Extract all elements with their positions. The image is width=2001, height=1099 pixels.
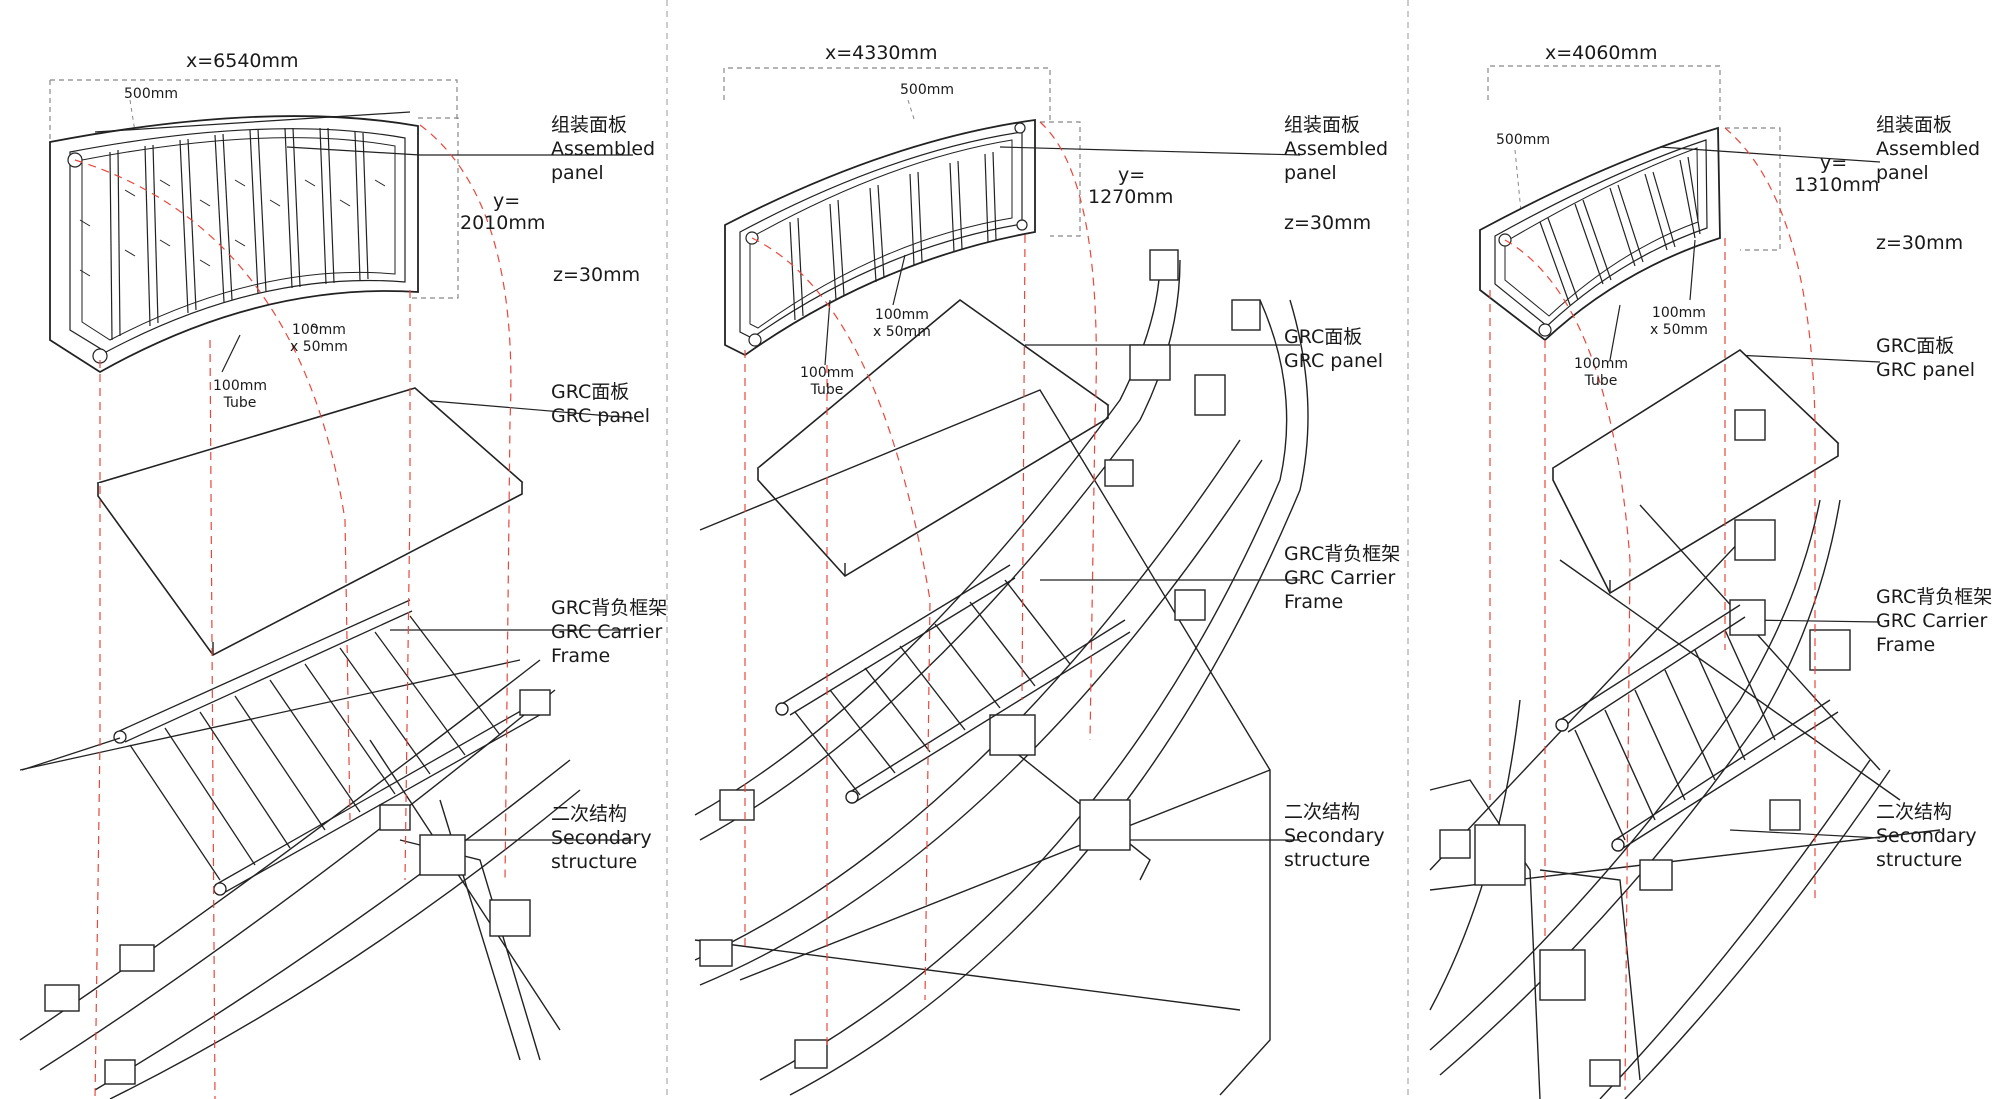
column-2-drawing [694, 67, 1309, 1096]
z-dimension-2: z=30mm [1284, 212, 1372, 234]
y-dimension-2b: 1270mm [1088, 186, 1174, 208]
y-dimension-1b: 2010mm [460, 212, 546, 234]
x-dim-bracket-1 [49, 79, 458, 140]
y-dimension-2a: y= [1118, 164, 1146, 186]
grc-panel-2 [756, 298, 1110, 578]
y-dim-bracket-3 [1725, 127, 1781, 251]
y-dim-bracket-1 [410, 117, 459, 299]
secondary-structure-2 [694, 249, 1309, 1096]
assembled-panel-3 [1479, 126, 1721, 342]
secondary-structure-label-3: 二次结构 Secondary structure [1876, 801, 1977, 871]
y-dimension-3a: y= [1820, 152, 1848, 174]
carrier-frame-label-2: GRC背负框架 GRC Carrier Frame [1284, 543, 1401, 613]
x-dimension-1: x=6540mm [186, 50, 299, 72]
spacing-dimension-3: 500mm [1496, 132, 1550, 148]
assembled-panel-label-3: 组装面板 Assembled panel [1876, 114, 1981, 184]
grc-panel-label-1: GRC面板 GRC panel [551, 381, 650, 427]
secondary-structure-1 [19, 659, 581, 1099]
secondary-structure-label-1: 二次结构 Secondary structure [551, 803, 652, 873]
spacing-dimension-2: 500mm [900, 82, 954, 98]
assembled-panel-label-2: 组装面板 Assembled panel [1284, 114, 1389, 184]
y-dimension-3b: 1310mm [1794, 174, 1880, 196]
assembled-panel-2 [724, 118, 1036, 357]
y-dimension-1a: y= [493, 190, 521, 212]
secondary-structure-label-2: 二次结构 Secondary structure [1284, 801, 1385, 871]
spacing-dimension-1: 500mm [124, 86, 178, 102]
carrier-frame-label-1: GRC背负框架 GRC Carrier Frame [551, 597, 668, 667]
z-dimension-3: z=30mm [1876, 232, 1964, 254]
carrier-frame-label-3: GRC背负框架 GRC Carrier Frame [1876, 586, 1993, 656]
grc-panel-label-2: GRC面板 GRC panel [1284, 326, 1383, 372]
z-dimension-1: z=30mm [553, 264, 641, 286]
spacing-leader-2 [907, 99, 916, 123]
assembled-panel-1 [49, 111, 419, 374]
y-dim-bracket-2 [1040, 121, 1081, 237]
column-3-drawing [1429, 65, 1941, 1099]
grc-panel-3 [1551, 348, 1840, 595]
secondary-structure-3 [1429, 409, 1941, 1099]
spacing-leader-1 [129, 99, 136, 133]
x-dimension-3: x=4060mm [1545, 42, 1658, 64]
column-1-drawing [19, 79, 634, 1099]
x-dim-bracket-3 [1487, 65, 1721, 122]
grc-panel-1 [96, 387, 524, 657]
grc-panel-label-3: GRC面板 GRC panel [1876, 335, 1975, 381]
assembled-panel-label-1: 组装面板 Assembled panel [551, 114, 656, 184]
x-dimension-2: x=4330mm [825, 42, 938, 64]
x-dim-bracket-2 [723, 67, 1051, 122]
